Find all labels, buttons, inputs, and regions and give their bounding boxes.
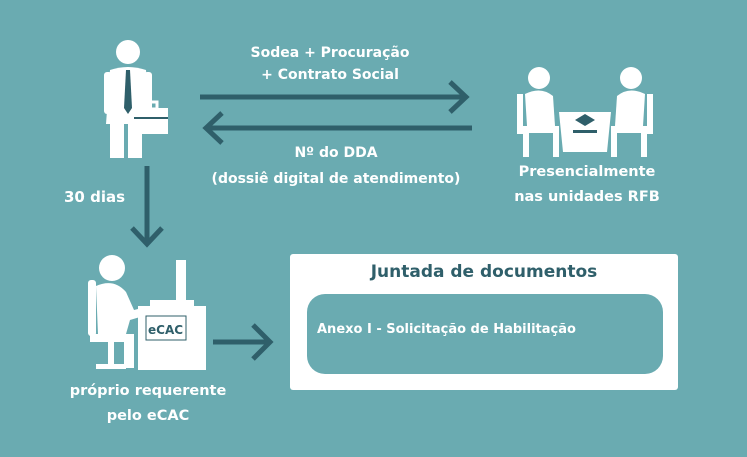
computer-user-icon: eCAC: [88, 255, 206, 370]
document-box: Anexo I - Solicitação de Habilitação: [307, 294, 663, 374]
documents-panel: Juntada de documentos Anexo I - Solicita…: [290, 254, 678, 390]
send-label-line2: + Contrato Social: [261, 67, 399, 83]
return-label-line2: (dossiê digital de atendimento): [211, 171, 461, 187]
arrow-left: [202, 111, 472, 145]
send-label: Sodea + Procuração + Contrato Social: [230, 42, 430, 86]
document-item: Anexo I - Solicitação de Habilitação: [317, 322, 576, 337]
ecac-label: próprio requerente pelo eCAC: [48, 379, 248, 429]
panel-title: Juntada de documentos: [370, 262, 598, 282]
presencial-line1: Presencialmente: [518, 164, 656, 180]
ecac-logo: eCAC: [148, 323, 183, 337]
return-label-line1: Nº do DDA: [294, 145, 378, 161]
arrow-right: [200, 80, 470, 114]
meeting-icon: [517, 67, 653, 157]
ecac-line1: próprio requerente: [69, 383, 227, 399]
businessman-icon: [104, 40, 168, 158]
ecac-line2: pelo eCAC: [106, 408, 190, 424]
presencial-label: Presencialmente nas unidades RFB: [502, 160, 672, 210]
presencial-line2: nas unidades RFB: [514, 189, 660, 205]
arrow-to-panel: [213, 323, 274, 361]
arrow-down: [130, 166, 164, 248]
return-label: Nº do DDA (dossiê digital de atendimento…: [196, 140, 476, 192]
send-label-line1: Sodea + Procuração: [250, 45, 410, 61]
days-label: 30 dias: [64, 188, 126, 206]
